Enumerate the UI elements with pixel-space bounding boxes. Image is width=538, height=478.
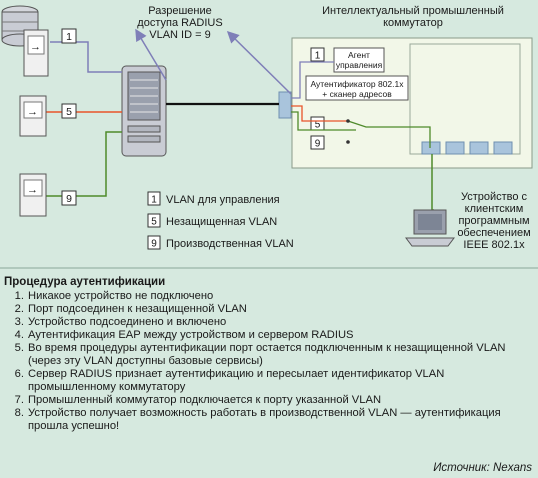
step-number: 7. bbox=[14, 394, 24, 406]
client-label-line4: обеспечением bbox=[457, 227, 530, 239]
step-text: Во время процедуры аутентификации порт о… bbox=[28, 342, 506, 367]
device-badge-9-text: 9 bbox=[66, 193, 72, 205]
legend-num-9: 9 bbox=[151, 239, 157, 250]
switch-badge-5-text: 5 bbox=[315, 120, 321, 131]
internal-switch-lever bbox=[347, 120, 431, 148]
procedure-step: 8. Устройство получает возможность работа… bbox=[4, 407, 534, 433]
authentication-procedure: Процедура аутентификации 1. Никакое устро… bbox=[4, 276, 534, 433]
step-number: 4. bbox=[14, 329, 24, 341]
step-text: Устройство подсоединено и включено bbox=[28, 316, 227, 328]
legend: 1 VLAN для управления 5 Незащищенная VLA… bbox=[147, 191, 294, 250]
svg-text:→: → bbox=[27, 106, 38, 118]
agent-label-line2: управления bbox=[336, 60, 383, 70]
legend-num-box-9 bbox=[147, 235, 161, 250]
step-number: 8. bbox=[14, 407, 24, 419]
switch-badge-9 bbox=[310, 135, 325, 150]
client-label-line3: программным bbox=[458, 215, 529, 227]
procedure-steps: 1. Никакое устройство не подключено 2. Пор… bbox=[4, 290, 534, 433]
vlan1-device-link bbox=[50, 41, 122, 73]
legend-num-1: 1 bbox=[151, 195, 157, 206]
svg-text:→: → bbox=[27, 184, 38, 196]
procedure-step: 4. Аутентификация EAP между устройством и… bbox=[4, 329, 534, 342]
management-agent-box bbox=[333, 47, 385, 73]
radius-arrow-right bbox=[226, 30, 292, 95]
authenticator-label-line1: Аутентификатор 802.1x bbox=[310, 79, 404, 89]
client-label-line2: клиентским bbox=[465, 203, 524, 215]
industrial-switch bbox=[291, 37, 533, 169]
device-top: → bbox=[1, 5, 49, 77]
step-number: 3. bbox=[14, 316, 24, 328]
switch-contact bbox=[346, 119, 350, 123]
legend-num-5: 5 bbox=[151, 217, 157, 228]
step-number: 6. bbox=[14, 368, 24, 380]
authenticator-box bbox=[305, 75, 409, 101]
radius-arrow-left bbox=[135, 28, 167, 81]
legend-text-1: VLAN для управления bbox=[166, 194, 280, 206]
step-text: Устройство получает возможность работать… bbox=[28, 407, 501, 432]
radius-permission-line2: доступа RADIUS bbox=[137, 17, 222, 29]
procedure-title: Процедура аутентификации bbox=[4, 276, 166, 288]
procedure-step: 6. Сервер RADIUS признает аутентификацию … bbox=[4, 368, 534, 394]
procedure-step: 1. Никакое устройство не подключено bbox=[4, 290, 534, 303]
procedure-step: 5. Во время процедуры аутентификации порт… bbox=[4, 342, 534, 368]
device-bottom: → bbox=[19, 173, 47, 217]
switch-port bbox=[469, 141, 489, 155]
source-caption: Источник: Nexans bbox=[433, 462, 532, 474]
switch-contact bbox=[346, 140, 350, 144]
agent-label-line1: Агент bbox=[348, 50, 370, 60]
client-laptop-icon bbox=[405, 209, 455, 247]
step-text: Никакое устройство не подключено bbox=[28, 290, 214, 302]
client-label-line1: Устройство с bbox=[461, 191, 528, 203]
device-badge-9 bbox=[61, 190, 77, 206]
step-text: Промышленный коммутатор подключается к п… bbox=[28, 394, 382, 406]
switch-ports bbox=[421, 141, 513, 155]
step-text: Порт подсоединен к незащищенной VLAN bbox=[28, 303, 247, 315]
internal-vlan9-link bbox=[291, 111, 356, 131]
legend-text-9: Производственная VLAN bbox=[166, 238, 294, 250]
switch-badge-1 bbox=[310, 47, 325, 62]
switch-port bbox=[421, 141, 441, 155]
procedure-step: 7. Промышленный коммутатор подключается к… bbox=[4, 394, 534, 407]
switch-inner-box bbox=[409, 43, 521, 155]
switch-badge-9-text: 9 bbox=[315, 139, 321, 150]
switch-port bbox=[493, 141, 513, 155]
radius-permission-line3: VLAN ID = 9 bbox=[149, 29, 210, 41]
client-label-line5: IEEE 802.1x bbox=[463, 239, 525, 251]
legend-text-5: Незащищенная VLAN bbox=[166, 216, 277, 228]
authenticator-label-line2: + сканер адресов bbox=[322, 89, 392, 99]
legend-num-box-5 bbox=[147, 213, 161, 228]
device-badge-5 bbox=[61, 103, 77, 119]
switch-title-line2: коммутатор bbox=[383, 17, 443, 29]
step-text: Сервер RADIUS признает аутентификацию и … bbox=[28, 368, 445, 393]
switch-badge-1-text: 1 bbox=[315, 51, 321, 62]
vlan9-device-link bbox=[46, 131, 122, 197]
legend-num-box-1 bbox=[147, 191, 161, 206]
procedure-step: 2. Порт подсоединен к незащищенной VLAN bbox=[4, 303, 534, 316]
step-text: Аутентификация EAP между устройством и с… bbox=[28, 329, 354, 341]
internal-vlan5-link bbox=[291, 105, 348, 122]
device-badge-1-text: 1 bbox=[66, 31, 72, 43]
switch-port bbox=[445, 141, 465, 155]
radius-permission-line1: Разрешение bbox=[148, 5, 212, 17]
device-badge-5-text: 5 bbox=[66, 106, 72, 118]
device-middle: → bbox=[19, 95, 47, 137]
step-number: 5. bbox=[14, 342, 24, 354]
internal-vlan1-link bbox=[291, 61, 334, 99]
step-number: 1. bbox=[14, 290, 24, 302]
svg-text:→: → bbox=[30, 41, 41, 53]
switch-title-line1: Интеллектуальный промышленный bbox=[322, 5, 504, 17]
switch-internal-wiring bbox=[291, 61, 431, 148]
step-number: 2. bbox=[14, 303, 24, 315]
switch-uplink-port bbox=[278, 91, 292, 119]
device-badge-1 bbox=[61, 28, 77, 44]
procedure-step: 3. Устройство подсоединено и включено bbox=[4, 316, 534, 329]
radius-server bbox=[121, 65, 167, 157]
network-diagram: Агент управления Аутентификатор 802.1x +… bbox=[0, 5, 538, 269]
